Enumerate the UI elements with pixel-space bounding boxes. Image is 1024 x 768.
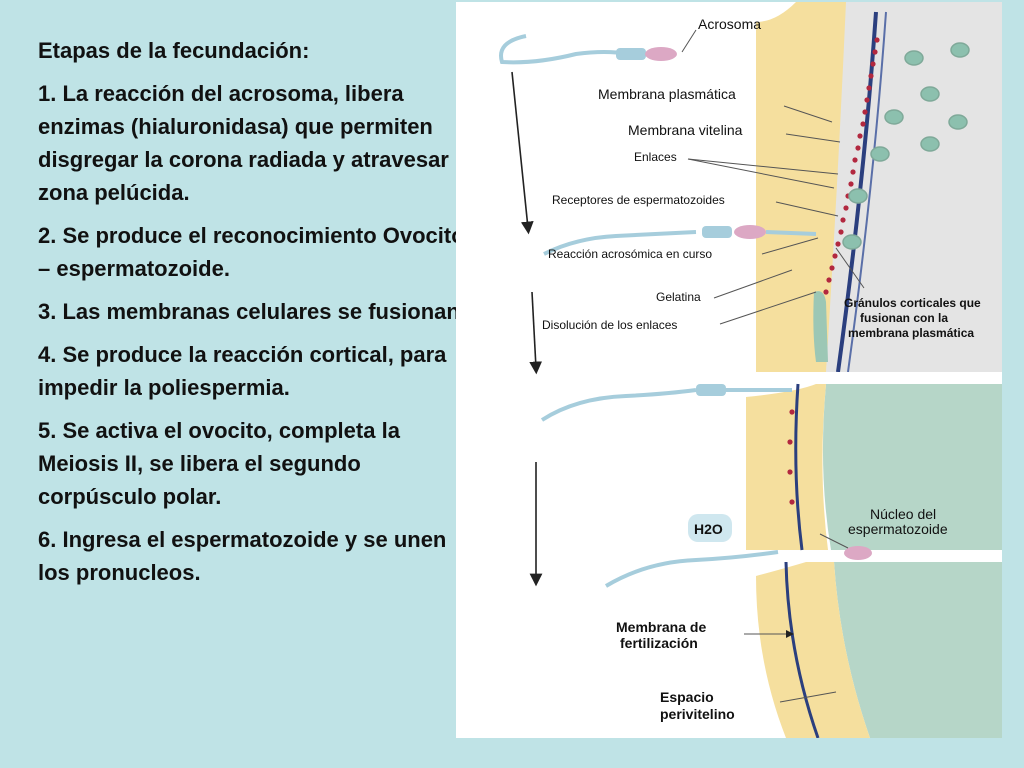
stage-1-egg	[756, 2, 1002, 373]
panel-title: Etapas de la fecundación:	[38, 38, 310, 63]
text-panel: Etapas de la fecundación: 1. La reacción…	[38, 34, 478, 599]
label-enlaces: Enlaces	[634, 150, 677, 164]
fertilization-diagram: Acrosoma Membrana plasmática Membrana vi…	[456, 2, 1002, 738]
label-h2o: H2O	[694, 521, 723, 537]
step-5: 5. Se activa el ovocito, completa la Mei…	[38, 418, 400, 509]
step-1: 1. La reacción del acrosoma, libera enzi…	[38, 81, 474, 205]
label-membrana-plasmatica: Membrana plasmática	[598, 86, 736, 102]
separator-2	[756, 550, 1002, 562]
step-3: 3. Las membranas celulares se fusionan.	[38, 299, 466, 324]
diagram-svg: Acrosoma Membrana plasmática Membrana vi…	[499, 2, 1002, 738]
cortical-granules	[842, 42, 970, 250]
label-disolucion: Disolución de los enlaces	[542, 318, 677, 332]
label-granulos-1: Gránulos corticales que	[844, 296, 981, 310]
step-6: 6. Ingresa el espermatozoide y se unen l…	[38, 527, 447, 585]
sperm-2	[543, 225, 817, 256]
time-arrows	[511, 71, 543, 587]
sperm-4	[604, 550, 779, 588]
label-acrosoma: Acrosoma	[698, 16, 761, 32]
step-2: 2. Se produce el reconocimiento Ovocito …	[38, 223, 465, 281]
leader-lines	[681, 29, 865, 703]
sperm-3	[540, 384, 792, 422]
label-membrana-vitelina: Membrana vitelina	[628, 122, 743, 138]
fertilization-membrane	[784, 561, 820, 738]
granule-fusion	[813, 291, 828, 362]
sperm-nucleus	[844, 546, 872, 560]
stage-3-egg	[756, 561, 1002, 738]
label-espacio-1: Espacio	[660, 689, 714, 705]
label-espacio-2: perivitelino	[660, 706, 735, 722]
step-4: 4. Se produce la reacción cortical, para…	[38, 342, 447, 400]
separator-1	[756, 372, 1002, 384]
vitelline-membrane	[836, 11, 878, 373]
label-fertilizacion-1: Membrana de	[616, 619, 706, 635]
label-granulos-3: membrana plasmática	[848, 326, 974, 340]
label-receptores: Receptores de espermatozoides	[552, 193, 725, 207]
label-gelatina: Gelatina	[656, 290, 701, 304]
water-bubble	[688, 514, 732, 542]
stage-2-egg	[746, 383, 1002, 551]
label-nucleo-2: espermatozoide	[848, 521, 948, 537]
label-granulos-2: fusionan con la	[860, 311, 948, 325]
label-nucleo-1: Núcleo del	[870, 506, 936, 522]
label-fertilizacion-2: fertilización	[620, 635, 698, 651]
label-reaccion-acrosomica: Reacción acrosómica en curso	[548, 247, 712, 261]
sperm-1	[499, 34, 677, 65]
plasma-membrane	[847, 11, 887, 373]
